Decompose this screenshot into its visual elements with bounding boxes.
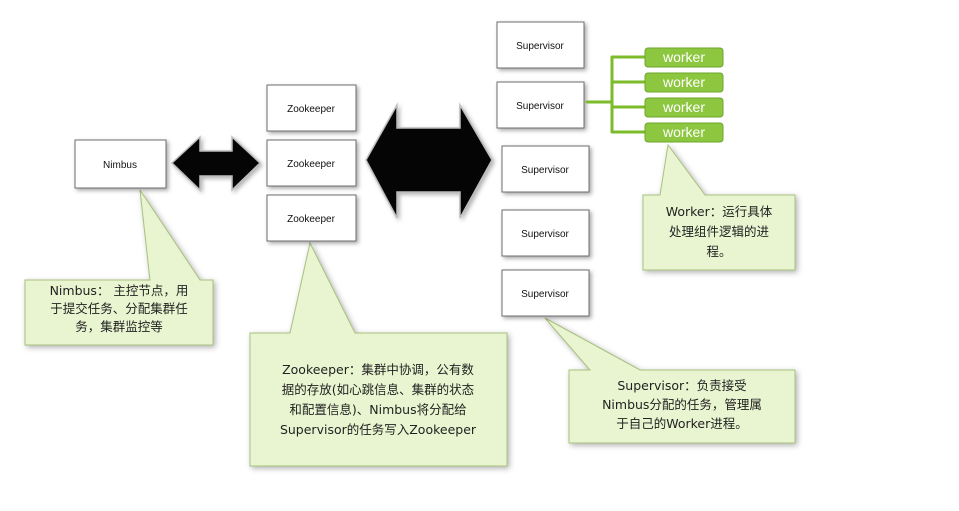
supervisor-box [501, 145, 590, 193]
nimbus-callout: Nimbus： 主控节点，用 于提交任务、分配集群任 务，集群监控等 [24, 189, 214, 346]
supervisor-node: Supervisor [501, 145, 590, 193]
supervisor-label: Supervisor [521, 289, 569, 300]
worker-label: worker [662, 74, 705, 90]
nimbus-box [74, 139, 167, 189]
zookeeper-label: Zookeeper [287, 159, 335, 170]
zookeeper-callout-line: 据的存放(如心跳信息、集群的状态 [282, 382, 474, 397]
worker-label: worker [662, 124, 705, 140]
worker-callout-line: 程。 [706, 244, 731, 259]
worker-callout-line: 处理组件逻辑的进 [669, 224, 770, 239]
supervisor-callout-line: 于自己的Worker进程。 [616, 416, 748, 431]
zookeeper-supervisor-double-arrow [365, 102, 493, 219]
worker-node: worker [644, 47, 724, 68]
supervisor-box [496, 81, 585, 129]
zookeeper-callout-line: Zookeeper：集群中协调，公有数 [282, 362, 474, 377]
zookeeper-callout-line: 和配置信息)、Nimbus将分配给 [289, 402, 466, 417]
supervisor-label: Supervisor [516, 41, 564, 52]
nimbus-label: Nimbus [103, 160, 137, 171]
zookeeper-callout-shape [249, 241, 508, 467]
worker-box [644, 97, 724, 118]
zookeeper-label: Zookeeper [287, 214, 335, 225]
supervisor-node: Supervisor [496, 81, 585, 129]
supervisor-group: Supervisor Supervisor Supervisor Supervi… [496, 21, 590, 317]
supervisor-node: Supervisor [501, 269, 590, 317]
zookeeper-box [266, 139, 357, 187]
zookeeper-box [266, 194, 357, 242]
zookeeper-callout: Zookeeper：集群中协调，公有数 据的存放(如心跳信息、集群的状态 和配置… [249, 241, 508, 467]
supervisor-callout-line: Nimbus分配的任务，管理属 [602, 397, 762, 412]
worker-label: worker [662, 49, 705, 65]
worker-callout-line: Worker：运行具体 [666, 204, 773, 219]
nimbus-zookeeper-double-arrow [170, 135, 262, 192]
worker-box [644, 47, 724, 68]
worker-node: worker [644, 97, 724, 118]
zookeeper-label: Zookeeper [287, 104, 335, 115]
nimbus-node: Nimbus [74, 139, 167, 189]
supervisor-node: Supervisor [501, 209, 590, 257]
supervisor-box [496, 21, 585, 69]
zookeeper-callout-line: Supervisor的任务写入Zookeeper [280, 422, 477, 437]
worker-label: worker [662, 99, 705, 115]
worker-node: worker [644, 72, 724, 93]
zookeeper-node: Zookeeper [266, 84, 357, 132]
zookeeper-node: Zookeeper [266, 194, 357, 242]
worker-box [644, 122, 724, 143]
worker-box [644, 72, 724, 93]
supervisor-node: Supervisor [496, 21, 585, 69]
supervisor-worker-bracket [585, 55, 647, 134]
nimbus-callout-line: Nimbus： 主控节点，用 [50, 283, 189, 298]
nimbus-callout-line: 务，集群监控等 [75, 319, 163, 334]
supervisor-label: Supervisor [521, 229, 569, 240]
supervisor-callout: Supervisor：负责接受 Nimbus分配的任务，管理属 于自己的Work… [544, 317, 796, 444]
nimbus-callout-line: 于提交任务、分配集群任 [50, 301, 188, 316]
supervisor-callout-line: Supervisor：负责接受 [617, 378, 746, 393]
supervisor-label: Supervisor [521, 165, 569, 176]
worker-callout: Worker：运行具体 处理组件逻辑的进 程。 [642, 143, 796, 271]
zookeeper-box [266, 84, 357, 132]
supervisor-callout-shape [544, 317, 796, 444]
worker-callout-shape [642, 143, 796, 271]
worker-group: worker worker worker worker [644, 47, 724, 143]
worker-node: worker [644, 122, 724, 143]
supervisor-box [501, 269, 590, 317]
supervisor-label: Supervisor [516, 101, 564, 112]
zookeeper-cluster: Zookeeper Zookeeper Zookeeper [266, 84, 357, 242]
zookeeper-node: Zookeeper [266, 139, 357, 187]
nimbus-callout-shape [24, 189, 214, 346]
supervisor-box [501, 209, 590, 257]
